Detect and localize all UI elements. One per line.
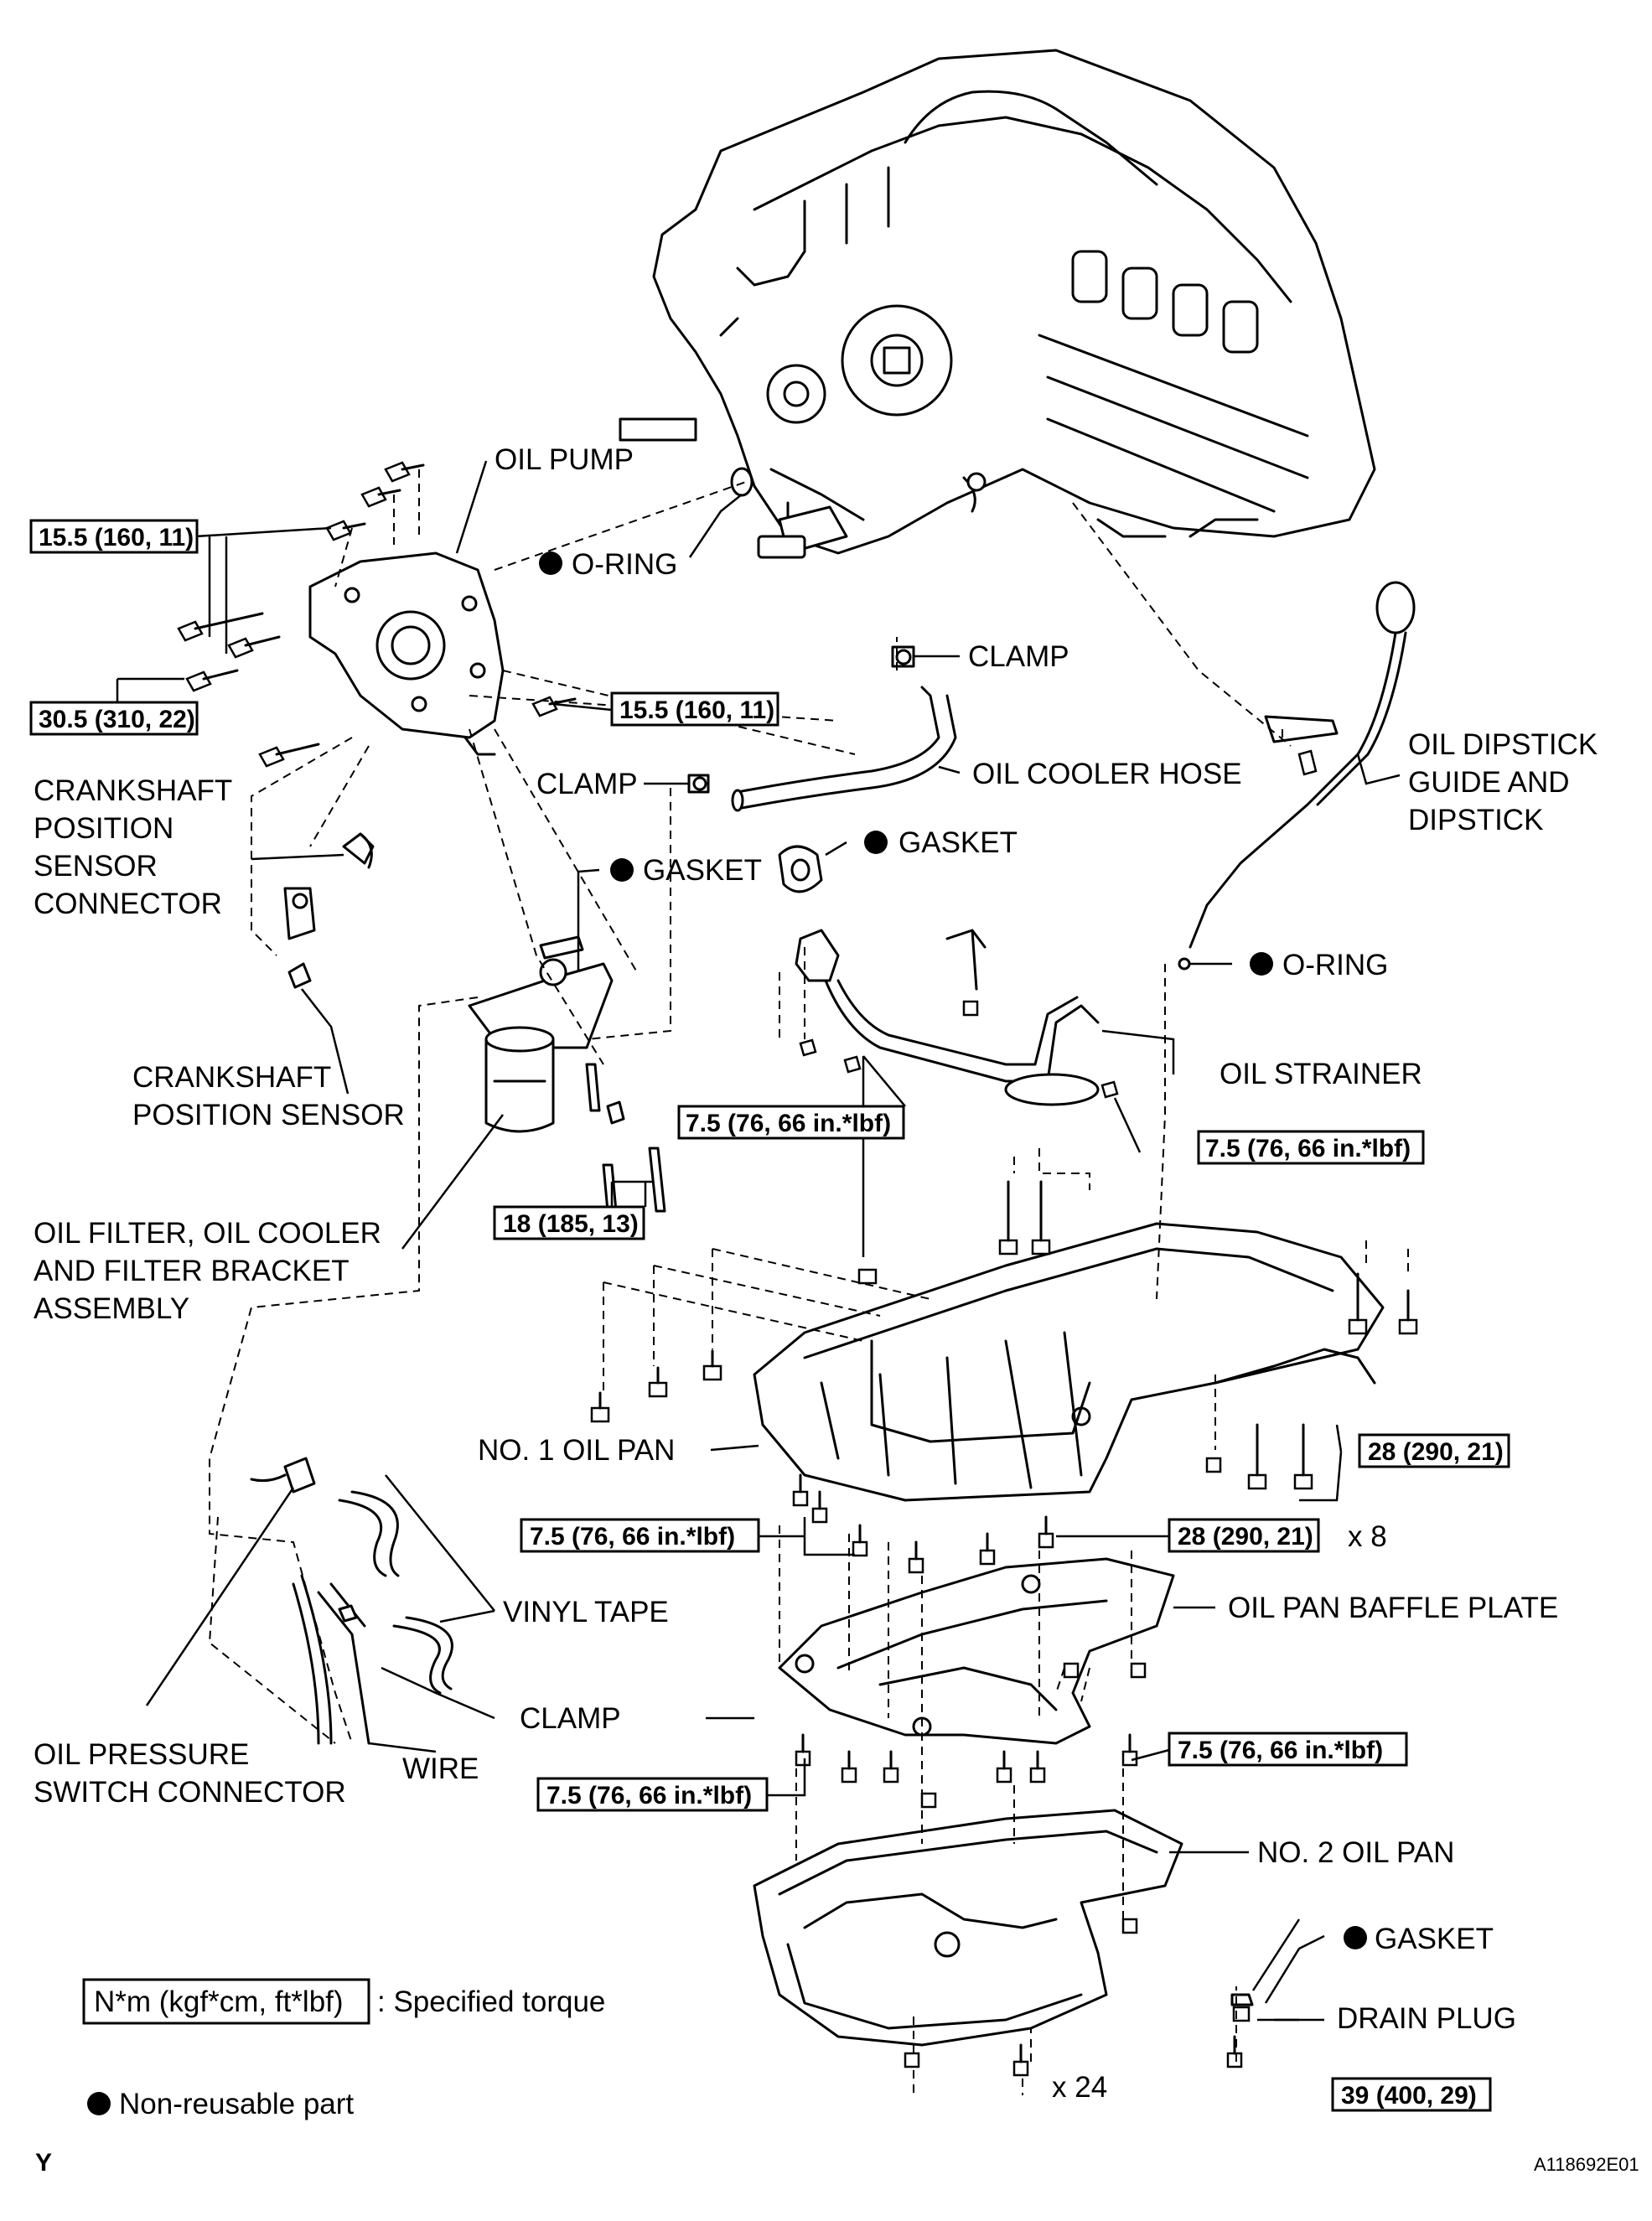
x24-quantity-label: x 24 <box>1052 2071 1107 2104</box>
torque-spec-3: 15.5 (160, 11) <box>610 691 779 727</box>
svg-text:15.5 (160, 11): 15.5 (160, 11) <box>619 696 774 724</box>
legend: N*m (kgf*cm, ft*lbf) : Specified torque … <box>82 1978 605 2120</box>
oil-pan-baffle-plate-label: OIL PAN BAFFLE PLATE <box>1228 1592 1558 1624</box>
clamp-bottom-label: CLAMP <box>520 1702 621 1735</box>
torque-spec-8: 28 (290, 21) <box>1168 1518 1320 1553</box>
svg-text:7.5 (76, 66 in.*lbf): 7.5 (76, 66 in.*lbf) <box>686 1110 891 1137</box>
oil-pan-baffle-plate-illustration <box>778 1557 1175 1809</box>
non-reusable-marker-icon <box>864 831 888 854</box>
oil-dipstick-label-line-2: GUIDE AND <box>1408 766 1570 799</box>
crankshaft-connector-label-line-1: CRANKSHAFT <box>34 774 232 807</box>
x8-quantity-label: x 8 <box>1348 1520 1387 1553</box>
oil-filter-label-line-1: OIL FILTER, OIL COOLER <box>34 1217 381 1250</box>
o-ring-top-label: O-RING <box>572 548 677 581</box>
oil-dipstick-illustration <box>1178 581 1416 971</box>
oil-filter-label-line-2: AND FILTER BRACKET <box>34 1255 350 1287</box>
torque-spec-1: 15.5 (160, 11) <box>29 519 199 554</box>
oil-pressure-switch-label-line-2: SWITCH CONNECTOR <box>34 1776 346 1809</box>
wire-label: WIRE <box>402 1752 479 1785</box>
non-reusable-marker-icon <box>610 858 634 882</box>
non-reusable-marker-icon <box>539 551 562 575</box>
oil-pressure-switch-label-line-1: OIL PRESSURE <box>34 1738 249 1771</box>
drain-plug-label: DRAIN PLUG <box>1337 2002 1516 2035</box>
no2-oil-pan-label: NO. 2 OIL PAN <box>1257 1836 1454 1869</box>
no1-oil-pan-label: NO. 1 OIL PAN <box>478 1434 675 1467</box>
oil-dipstick-label-line-3: DIPSTICK <box>1408 804 1543 836</box>
non-reusable-marker-icon <box>1250 952 1273 976</box>
svg-text:7.5 (76, 66 in.*lbf): 7.5 (76, 66 in.*lbf) <box>1205 1135 1411 1162</box>
oil-strainer-label: OIL STRAINER <box>1220 1058 1422 1090</box>
no2-oil-pan-illustration <box>753 1809 1243 2077</box>
torque-spec-12: 39 (400, 29) <box>1331 2077 1492 2112</box>
oil-filter-label-line-3: ASSEMBLY <box>34 1292 189 1325</box>
torque-spec-9: 7.5 (76, 66 in.*lbf) <box>520 1518 760 1553</box>
clamp-top-label: CLAMP <box>968 640 1069 673</box>
oil-dipstick-label-line-1: OIL DIPSTICK <box>1408 728 1598 761</box>
no1-oil-pan-bolts <box>590 1180 1418 1574</box>
oil-pump-label: OIL PUMP <box>495 443 634 476</box>
torque-spec-5: 7.5 (76, 66 in.*lbf) <box>1197 1130 1425 1165</box>
crankshaft-connector-label-line-2: POSITION <box>34 812 173 845</box>
crankshaft-sensor-label-line-2: POSITION SENSOR <box>132 1099 405 1131</box>
vinyl-tape-label: VINYL TAPE <box>503 1596 669 1628</box>
legend-torque-units: N*m (kgf*cm, ft*lbf) <box>94 1985 344 2018</box>
svg-text:18 (185, 13): 18 (185, 13) <box>503 1210 639 1238</box>
oil-pump-illustration <box>308 551 505 756</box>
torque-spec-2: 30.5 (310, 22) <box>29 701 199 736</box>
oil-cooler-hose-label: OIL COOLER HOSE <box>972 758 1242 790</box>
svg-text:39 (400, 29): 39 (400, 29) <box>1341 2082 1477 2110</box>
svg-text:7.5 (76, 66 in.*lbf): 7.5 (76, 66 in.*lbf) <box>1178 1737 1383 1764</box>
svg-text:30.5 (310, 22): 30.5 (310, 22) <box>39 706 195 733</box>
o-ring-right-label: O-RING <box>1282 949 1388 981</box>
torque-spec-11: 7.5 (76, 66 in.*lbf) <box>536 1777 769 1812</box>
crankshaft-sensor-label-line-1: CRANKSHAFT <box>132 1061 331 1094</box>
svg-text:28 (290, 21): 28 (290, 21) <box>1368 1438 1504 1466</box>
torque-spec-10: 7.5 (76, 66 in.*lbf) <box>1168 1732 1408 1767</box>
oil-pump-bolts <box>177 461 577 768</box>
gasket-right-label: GASKET <box>899 826 1018 859</box>
no1-oil-pan-illustration <box>753 1222 1385 1502</box>
svg-text:7.5 (76, 66 in.*lbf): 7.5 (76, 66 in.*lbf) <box>546 1782 752 1809</box>
legend-torque-box <box>82 1978 370 2025</box>
drain-plug-illustration <box>1230 1993 1254 2022</box>
oil-cooler-hose-illustration <box>687 467 957 893</box>
svg-text:7.5 (76, 66 in.*lbf): 7.5 (76, 66 in.*lbf) <box>530 1523 735 1551</box>
legend-nonreusable-text: Non-reusable part <box>119 2088 354 2120</box>
gasket-drain-label: GASKET <box>1375 1923 1494 1955</box>
gasket-left-label: GASKET <box>643 854 762 887</box>
oil-strainer-illustration <box>795 929 1119 1106</box>
legend-torque-text: : Specified torque <box>377 1985 605 2018</box>
engine-block-illustration <box>619 49 1376 559</box>
clamp-mid-label: CLAMP <box>536 768 638 800</box>
svg-text:28 (290, 21): 28 (290, 21) <box>1178 1523 1313 1551</box>
oil-filter-assembly-illustration <box>468 935 666 1213</box>
svg-text:15.5 (160, 11): 15.5 (160, 11) <box>39 524 194 551</box>
assembly-guide-lines <box>208 469 1409 2095</box>
label-leader-lines <box>145 460 1401 2022</box>
footer-mark: Y <box>35 2149 52 2177</box>
figure-id: A118692E01 <box>1534 2154 1639 2175</box>
torque-leader-lines <box>116 526 1343 2022</box>
crankshaft-connector-label-line-3: SENSOR <box>34 850 158 883</box>
non-reusable-marker-icon <box>1344 1926 1367 1949</box>
torque-spec-7: 28 (290, 21) <box>1358 1433 1510 1468</box>
torque-spec-4: 7.5 (76, 66 in.*lbf) <box>677 1105 905 1140</box>
torque-spec-6: 18 (185, 13) <box>493 1205 645 1240</box>
crankshaft-connector-label-line-4: CONNECTOR <box>34 888 222 920</box>
crankshaft-position-sensor-illustration <box>283 832 375 989</box>
non-reusable-marker-icon <box>87 2092 111 2115</box>
